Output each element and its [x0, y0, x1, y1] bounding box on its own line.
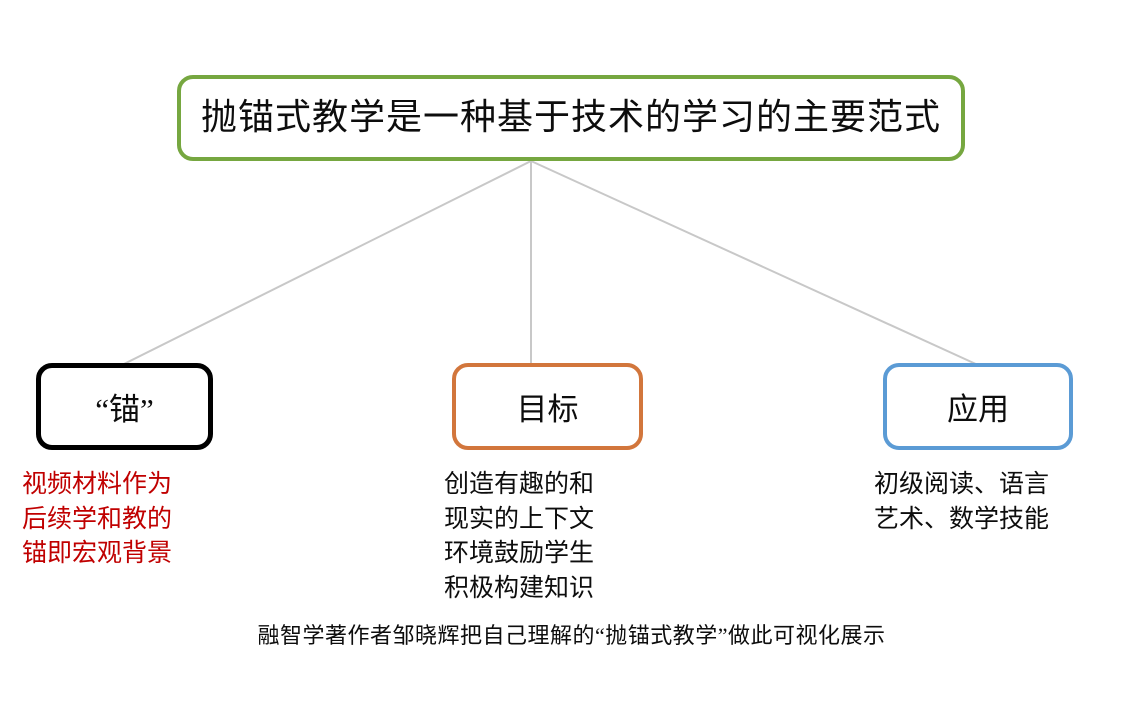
branch-node-anchor-label: “锚” — [95, 392, 154, 427]
branch-node-apply-label: 应用 — [947, 392, 1009, 427]
branch-node-apply[interactable]: 应用 — [883, 363, 1073, 450]
connector-line-anchor — [123, 160, 532, 365]
diagram-caption: 融智学著作者邹晓辉把自己理解的“抛锚式教学”做此可视化展示 — [257, 623, 886, 648]
branch-node-anchor[interactable]: “锚” — [36, 363, 213, 450]
branch-description-apply: 初级阅读、语言 艺术、数学技能 — [874, 471, 1050, 533]
branch-node-goal[interactable]: 目标 — [452, 363, 643, 450]
connector-line-apply — [530, 160, 979, 366]
title-node[interactable]: 抛锚式教学是一种基于技术的学习的主要范式 — [177, 75, 965, 161]
branch-description-anchor: 视频材料作为 后续学和教的 锚即宏观背景 — [22, 471, 173, 567]
branch-description-goal: 创造有趣的和 现实的上下文 环境鼓励学生 积极构建知识 — [444, 471, 595, 602]
branch-node-goal-label: 目标 — [516, 392, 579, 427]
title-node-label: 抛锚式教学是一种基于技术的学习的主要范式 — [200, 97, 941, 138]
